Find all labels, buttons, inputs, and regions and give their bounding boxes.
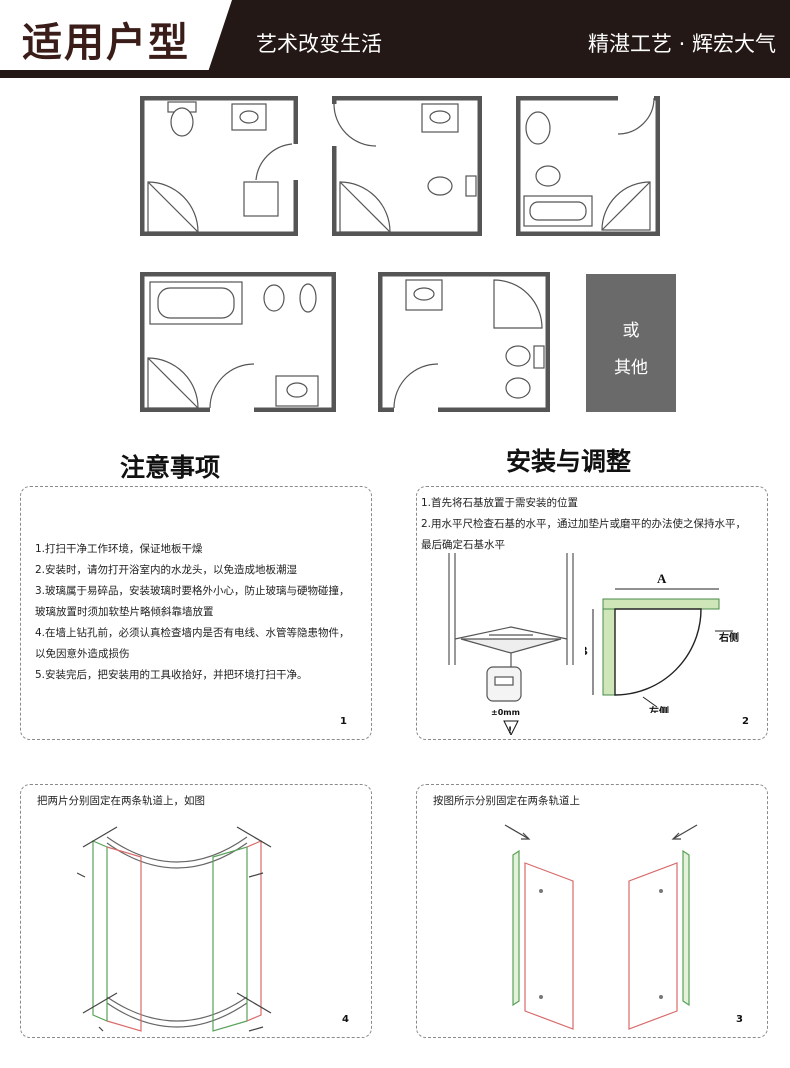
panel-number: 3 xyxy=(736,1014,743,1025)
notes-item: 5.安装完后，把安装用的工具收拾好，并把环境打扫干净。 xyxy=(35,669,308,681)
dimension-a-label: A xyxy=(657,571,667,586)
page-header: 适用户型 艺术改变生活 精湛工艺 · 辉宏大气 xyxy=(0,0,790,78)
notes-title: 注意事项 xyxy=(120,453,221,482)
notes-item: 玻璃放置时须加软垫片略倾斜靠墙放置 xyxy=(35,606,214,618)
notes-item: 2.安装时，请勿打开浴室内的水龙头，以免造成地板潮湿 xyxy=(35,564,298,576)
install-list: 1.首先将石基放置于需安装的位置 2.用水平尺检查石基的水平，通过加垫片或磨平的… xyxy=(421,493,767,556)
install-title: 安装与调整 xyxy=(506,447,632,476)
step3-text: 按图所示分别固定在两条轨道上 xyxy=(433,795,580,807)
panel-number: 2 xyxy=(742,716,749,727)
panel-number: 1 xyxy=(340,716,347,727)
left-side-label: 左侧 xyxy=(648,705,669,713)
flat-panel-diagram xyxy=(504,824,698,1030)
notes-list: 1.打扫干净工作环境，保证地板干燥 2.安装时，请勿打开浴室内的水龙头，以免造成… xyxy=(35,539,365,686)
other-line-1: 或 xyxy=(622,321,640,341)
floor-plan-3 xyxy=(516,96,660,236)
step4-panel: 把两片分别固定在两条轨道上，如图 4 xyxy=(20,784,372,1038)
floor-plan-5 xyxy=(378,272,550,412)
step3-panel: 按图所示分别固定在两条轨道上 3 xyxy=(416,784,768,1038)
dimension-b-label: B xyxy=(585,643,588,658)
floor-plan-2 xyxy=(332,96,482,236)
header-banner xyxy=(0,0,790,78)
panel-number: 4 xyxy=(342,1014,349,1025)
install-panel: 1.首先将石基放置于需安装的位置 2.用水平尺检查石基的水平，通过加垫片或磨平的… xyxy=(416,486,768,740)
notes-item: 以免因意外造成损伤 xyxy=(35,648,130,660)
install-item: 1.首先将石基放置于需安装的位置 xyxy=(421,497,579,509)
notes-panel: 1.打扫干净工作环境，保证地板干燥 2.安装时，请勿打开浴室内的水龙头，以免造成… xyxy=(20,486,372,740)
floor-plan-4 xyxy=(140,272,336,412)
notes-item: 4.在墙上钻孔前，必须认真检查墙内是否有电线、水管等隐患物件， xyxy=(35,627,350,639)
base-dimension-diagram: A B 右侧 左侧 xyxy=(585,571,739,713)
other-line-2: 其他 xyxy=(614,358,648,378)
install-item: 2.用水平尺检查石基的水平，通过加垫片或磨平的办法使之保持水平， xyxy=(421,518,747,530)
step4-text: 把两片分别固定在两条轨道上，如图 xyxy=(37,795,205,807)
notes-item: 3.玻璃属于易碎品，安装玻璃时要格外小心，防止玻璃与硬物碰撞， xyxy=(35,585,350,597)
level-label: ±0mm xyxy=(491,708,520,717)
warning-icon: ! xyxy=(508,726,512,735)
base-level-diagram: ±0mm ! xyxy=(448,553,574,735)
floor-plan-1 xyxy=(140,96,298,236)
other-layouts-box: 或 其他 xyxy=(586,274,676,412)
notes-item: 1.打扫干净工作环境，保证地板干燥 xyxy=(35,543,203,555)
header-motto: 精湛工艺 · 辉宏大气 xyxy=(587,32,776,56)
install-item: 最后确定石基水平 xyxy=(421,539,505,551)
page-title: 适用户型 xyxy=(22,20,190,66)
header-slogan: 艺术改变生活 xyxy=(256,32,382,56)
curved-door-diagram xyxy=(77,826,272,1032)
right-side-label: 右侧 xyxy=(718,631,739,644)
